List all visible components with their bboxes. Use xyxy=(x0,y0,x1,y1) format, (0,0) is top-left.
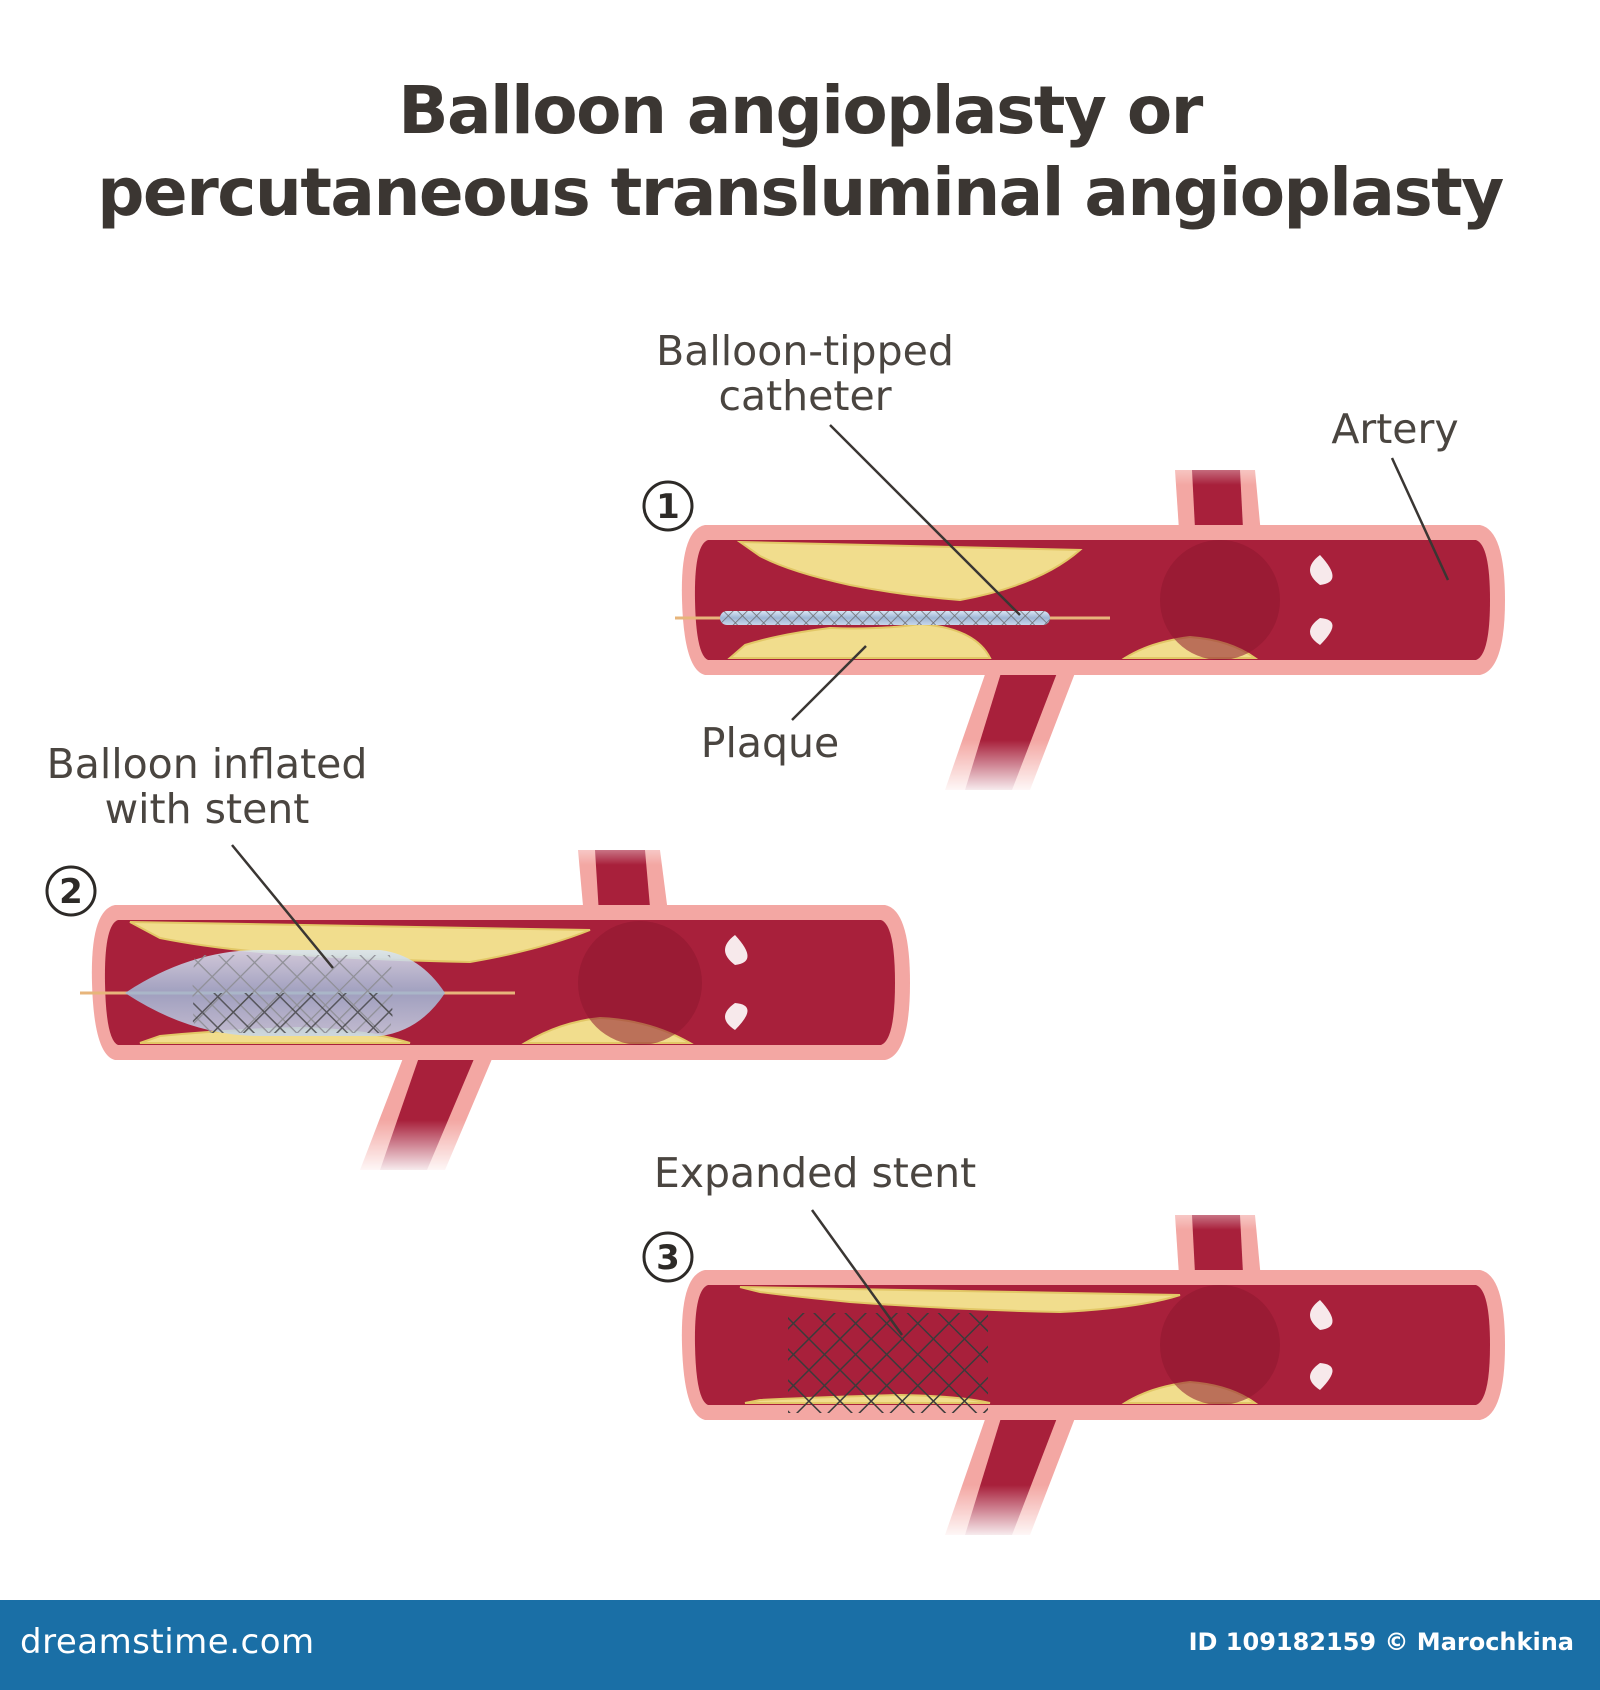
leader-balloon xyxy=(231,844,334,969)
step-3-number: 3 xyxy=(656,1238,680,1278)
footer-bar: dreamstime.com ID 109182159 © Marochkina xyxy=(0,1600,1600,1690)
label-balloon-line-2: with stent xyxy=(105,785,310,833)
step-1-number: 1 xyxy=(656,487,680,527)
plaque-top-1 xyxy=(736,540,1083,602)
step-2-number: 2 xyxy=(59,872,83,912)
label-plaque: Plaque xyxy=(701,719,839,767)
title-line-2: percutaneous transluminal angioplasty xyxy=(97,154,1503,231)
plaque-top-3 xyxy=(739,1286,1181,1314)
step-3-marker: 3 xyxy=(642,1231,694,1283)
plaque-bottom-1 xyxy=(727,622,992,659)
label-artery: Artery xyxy=(1331,405,1458,453)
step-2-marker: 2 xyxy=(45,865,97,917)
artery-step-1 xyxy=(675,440,1505,795)
leader-expanded-stent xyxy=(810,1209,904,1336)
artery-step-3 xyxy=(681,1190,1505,1540)
leader-plaque xyxy=(791,645,867,721)
title-line-1: Balloon angioplasty or xyxy=(398,72,1204,149)
label-catheter-line-1: Balloon-tipped xyxy=(656,327,954,375)
footer-credit: ID 109182159 © Marochkina xyxy=(1188,1628,1574,1656)
label-catheter-line-2: catheter xyxy=(718,372,891,420)
label-balloon-line-1: Balloon inflated xyxy=(47,740,368,788)
label-expanded-stent: Expanded stent xyxy=(654,1149,976,1197)
step-1-marker: 1 xyxy=(642,480,694,532)
footer-site[interactable]: dreamstime.com xyxy=(20,1622,315,1662)
leader-artery xyxy=(1390,457,1450,581)
expanded-stent xyxy=(788,1313,988,1413)
artery-step-2 xyxy=(80,825,910,1175)
leader-catheter xyxy=(829,424,1021,616)
